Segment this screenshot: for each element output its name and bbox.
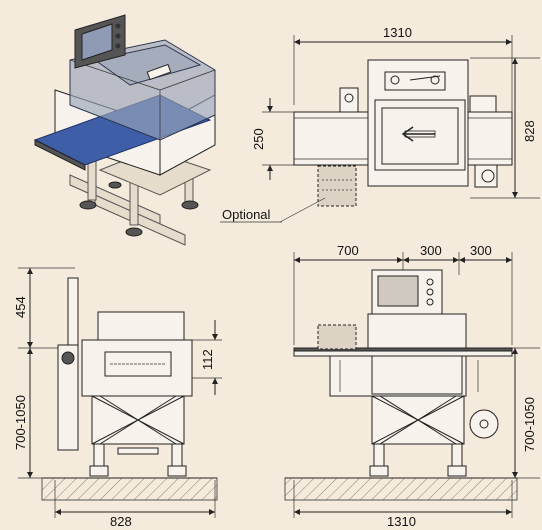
dim-front-width: 1310 (387, 514, 416, 529)
dim-top-belt: 250 (251, 128, 266, 150)
dim-front-height: 700-1050 (522, 397, 537, 452)
dim-top-depth: 828 (522, 120, 537, 142)
dim-front-seg1: 700 (337, 243, 359, 258)
dim-side-top: 454 (13, 296, 28, 318)
optional-label: Optional (222, 207, 271, 222)
optional-module (317, 165, 357, 207)
dim-top-width: 1310 (383, 25, 412, 40)
front-view: 700 300 300 700-1050 1310 (284, 243, 540, 529)
dim-side-offset: 112 (200, 349, 215, 370)
dim-side-height: 700-1050 (13, 395, 28, 450)
floor-side (41, 477, 218, 501)
dim-side-width: 828 (110, 514, 132, 529)
top-view: 1310 828 250 (220, 25, 540, 223)
side-view: 454 700-1050 112 828 (13, 267, 222, 529)
dim-front-seg2: 300 (420, 243, 442, 258)
floor-front (284, 477, 518, 501)
isometric-view (33, 14, 216, 246)
dim-front-seg3: 300 (470, 243, 492, 258)
